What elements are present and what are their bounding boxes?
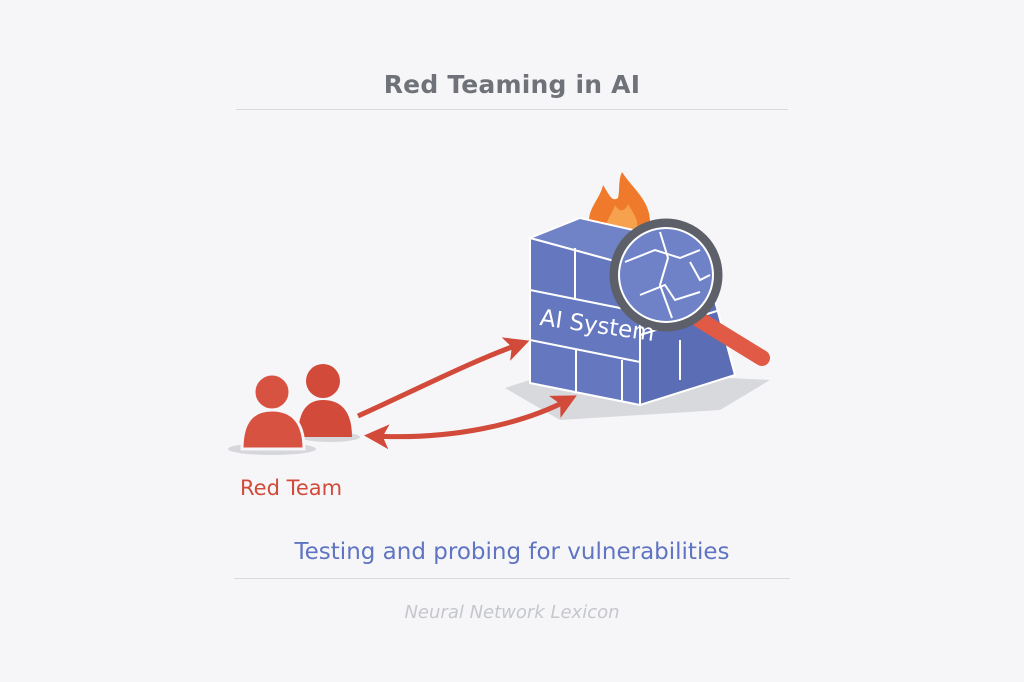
footer-credit: Neural Network Lexicon — [404, 602, 620, 623]
red-team-label: Red Team — [240, 476, 343, 500]
page-title: Red Teaming in AI — [383, 70, 641, 99]
magnifying-glass-icon — [609, 218, 770, 366]
users-icon — [228, 364, 360, 455]
subtitle: Testing and probing for vulnerabilities — [294, 539, 730, 565]
probe-arrow — [356, 337, 530, 419]
response-arrow — [364, 395, 577, 450]
title-divider — [236, 109, 788, 110]
bottom-divider — [234, 578, 790, 579]
